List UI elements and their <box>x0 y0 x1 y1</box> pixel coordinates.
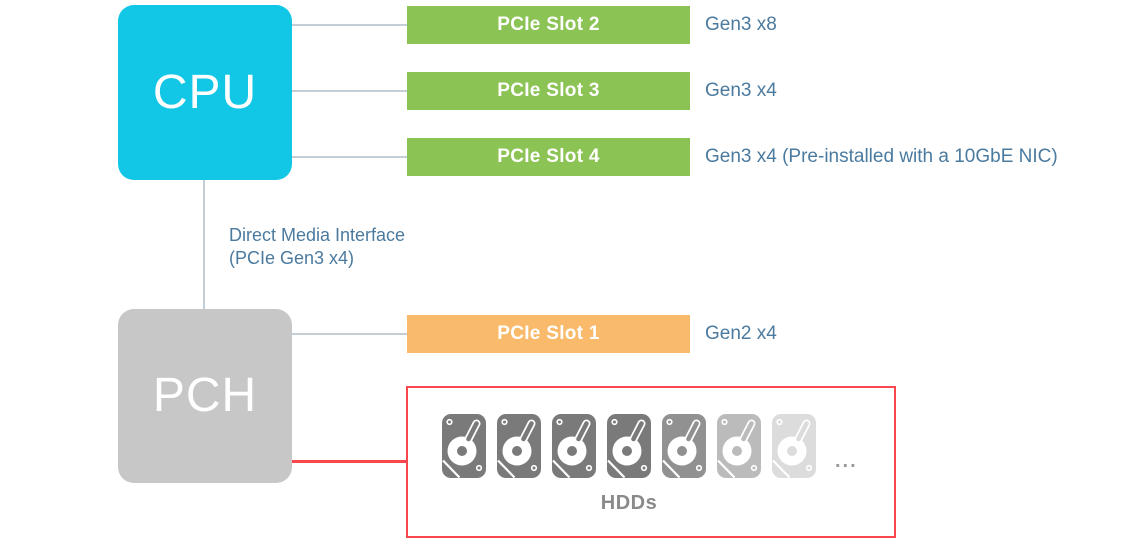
hdd-icon <box>497 414 541 478</box>
dmi-label: Direct Media Interface (PCIe Gen3 x4) <box>229 224 405 270</box>
hdd-icon <box>772 414 816 478</box>
pcie-slot-3-annotation: Gen3 x4 <box>705 80 777 101</box>
pcie-slot-3-label: PCIe Slot 3 <box>497 80 600 101</box>
pch-label: PCH <box>152 369 258 422</box>
connector-pch-slot1 <box>292 333 407 335</box>
connector-cpu-slot3 <box>292 90 407 92</box>
pcie-slot-4-annotation: Gen3 x4 (Pre-installed with a 10GbE NIC) <box>705 146 1058 167</box>
hdd-icons-row <box>442 414 816 478</box>
hdd-icon <box>552 414 596 478</box>
hdd-icon <box>607 414 651 478</box>
pcie-slot-3-bar: PCIe Slot 3 <box>407 72 690 110</box>
connector-cpu-slot2 <box>292 24 407 26</box>
pcie-slot-4-label: PCIe Slot 4 <box>497 146 600 167</box>
hdd-icon <box>442 414 486 478</box>
hdd-group-box: ... HDDs <box>406 386 896 538</box>
pcie-slot-1-bar: PCIe Slot 1 <box>407 315 690 353</box>
hdd-icon <box>662 414 706 478</box>
pcie-slot-1-annotation: Gen2 x4 <box>705 323 777 344</box>
connector-cpu-slot4 <box>292 156 407 158</box>
pcie-slot-2-bar: PCIe Slot 2 <box>407 6 690 44</box>
dmi-label-line2: (PCIe Gen3 x4) <box>229 248 355 268</box>
connector-pch-hdds <box>292 460 406 463</box>
pcie-slot-2-label: PCIe Slot 2 <box>497 14 600 35</box>
connector-cpu-pch-dmi <box>203 180 205 309</box>
pcie-slot-2-annotation: Gen3 x8 <box>705 14 777 35</box>
hdd-group-label: HDDs <box>600 492 658 514</box>
dmi-label-line1: Direct Media Interface <box>229 225 406 245</box>
pcie-slot-4-bar: PCIe Slot 4 <box>407 138 690 176</box>
pch-block: PCH <box>118 309 292 483</box>
hdd-icon <box>717 414 761 478</box>
pcie-slot-1-label: PCIe Slot 1 <box>497 323 600 344</box>
cpu-block: CPU <box>118 5 292 180</box>
hdd-ellipsis: ... <box>835 450 858 472</box>
cpu-label: CPU <box>152 65 258 119</box>
